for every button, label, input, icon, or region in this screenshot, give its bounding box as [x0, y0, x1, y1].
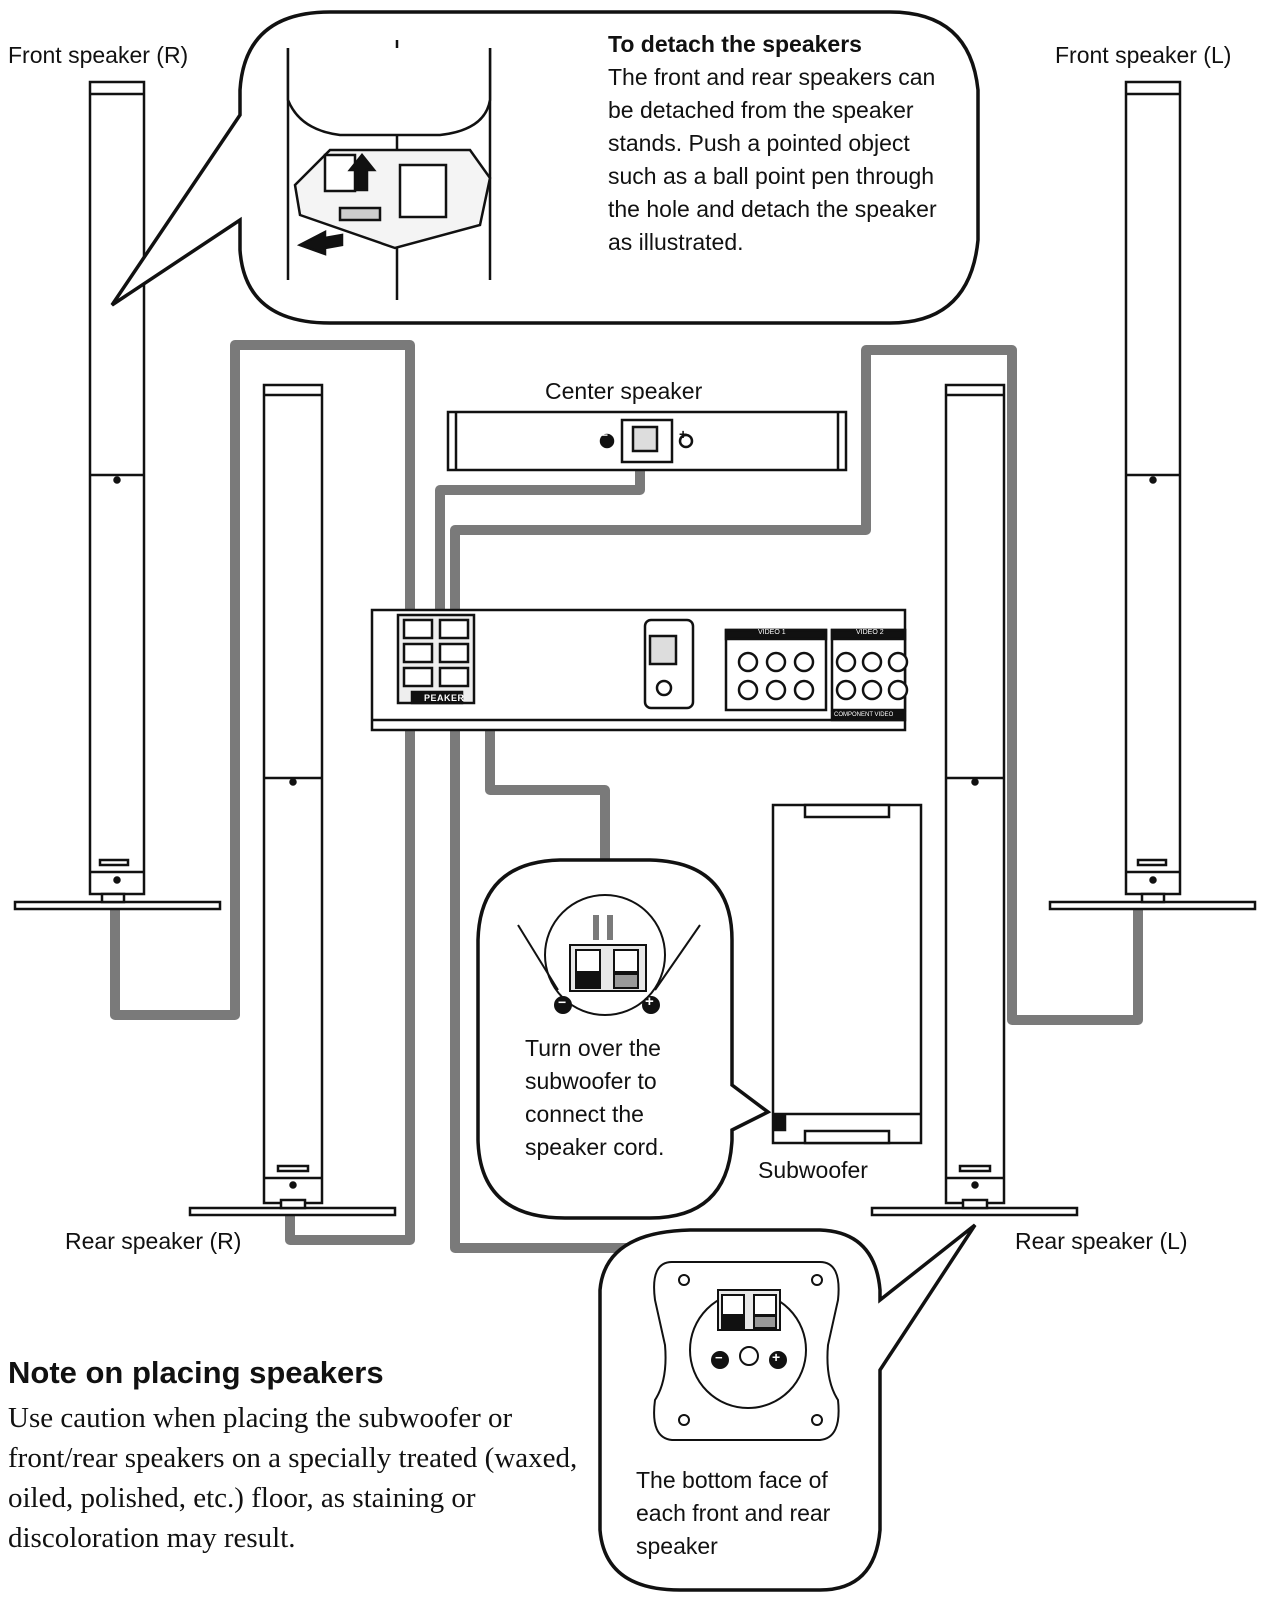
- subwoofer-plus-symbol: +: [645, 993, 654, 1010]
- cable-front-r: [110, 340, 415, 1020]
- receiver-component-label: COMPONENT VIDEO: [834, 712, 894, 718]
- cable-front-l: [450, 345, 1143, 1025]
- note-body: Use caution when placing the subwoofer o…: [8, 1402, 578, 1554]
- center-speaker: [446, 410, 848, 472]
- detach-instructions: To detach the speakers The front and rea…: [608, 28, 943, 259]
- rear-speaker-r-label: Rear speaker (R): [65, 1228, 242, 1254]
- note-heading: Note on placing speakers: [8, 1355, 384, 1390]
- center-plus-symbol: +: [679, 426, 688, 442]
- rear-speaker-r: [188, 383, 397, 1217]
- center-minus-symbol: −: [601, 428, 609, 442]
- receiver-speaker-panel-label: PEAKER: [424, 693, 465, 703]
- detach-title: To detach the speakers: [608, 31, 862, 57]
- subwoofer-callout-text: Turn over the subwoofer to connect the s…: [525, 1035, 665, 1160]
- subwoofer: [771, 803, 923, 1145]
- bottom-plus-symbol: +: [772, 1349, 781, 1365]
- front-speaker-l-label: Front speaker (L): [1055, 42, 1232, 68]
- detach-body: The front and rear speakers can be detac…: [608, 64, 937, 255]
- front-speaker-r-label: Front speaker (R): [8, 42, 189, 68]
- speaker-bottom-illustration: [653, 1261, 840, 1441]
- receiver-rear-panel: [370, 608, 909, 732]
- detach-illustration: [286, 40, 492, 300]
- front-speaker-r: [13, 80, 222, 911]
- front-speaker-l: [1048, 80, 1257, 911]
- subwoofer-label: Subwoofer: [758, 1157, 868, 1183]
- subwoofer-minus-symbol: −: [558, 994, 567, 1010]
- receiver-video1-label: VIDEO 1: [758, 629, 786, 636]
- center-speaker-label: Center speaker: [545, 378, 703, 404]
- rear-speaker-l: [870, 383, 1079, 1217]
- cable-rear-r: [285, 705, 415, 1245]
- bottom-minus-symbol: −: [715, 1350, 723, 1365]
- receiver-video2-label: VIDEO 2: [856, 629, 884, 636]
- subwoofer-terminal-illustration: [517, 894, 701, 1016]
- bottom-face-callout-text: The bottom face of each front and rear s…: [636, 1467, 831, 1559]
- rear-speaker-l-label: Rear speaker (L): [1015, 1228, 1188, 1254]
